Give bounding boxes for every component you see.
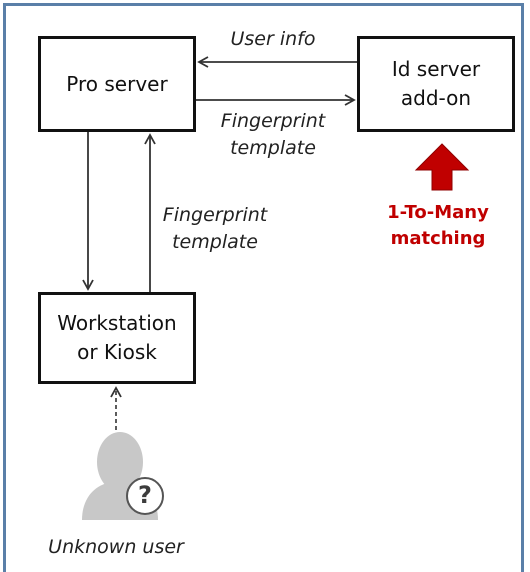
node-id-server-label: Id server add-on xyxy=(391,57,481,110)
question-mark-badge-text: ? xyxy=(138,481,152,509)
diagram-frame xyxy=(3,3,524,572)
node-workstation-label: Workstation or Kiosk xyxy=(57,311,177,364)
callout-one-to-many-matching: 1-To-Many matching xyxy=(387,202,489,250)
node-pro-server-label: Pro server xyxy=(66,71,168,96)
actor-label-unknown-user: Unknown user xyxy=(48,536,184,558)
node-id-server-add-on: Id server add-on xyxy=(357,36,515,132)
node-workstation-or-kiosk: Workstation or Kiosk xyxy=(38,292,196,384)
edge-label-fingerprint-template-top: Fingerprint template xyxy=(220,110,326,159)
edge-label-user-info: User info xyxy=(230,28,316,50)
node-pro-server: Pro server xyxy=(38,36,196,132)
edge-label-fingerprint-template-left: Fingerprint template xyxy=(162,204,268,253)
